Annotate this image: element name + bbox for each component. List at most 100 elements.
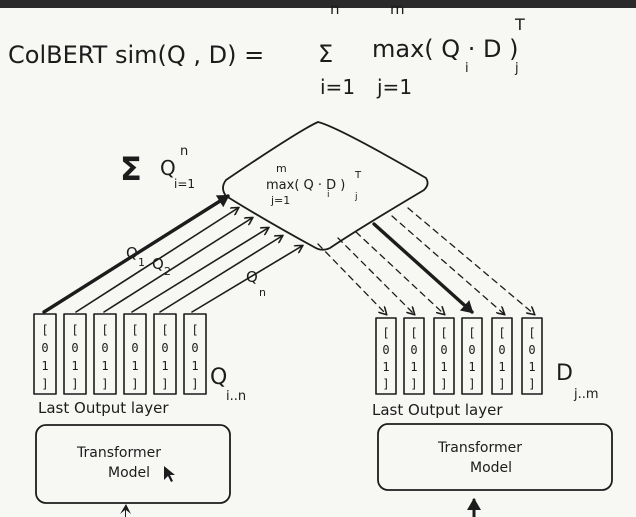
query-stack-sub: i..n: [226, 389, 246, 404]
query-stack-letter: Q: [210, 365, 227, 390]
doc-arrow-6: [407, 207, 534, 314]
query-stack-label: Q i..n: [210, 365, 246, 404]
vector-zero: 0: [382, 343, 389, 357]
mouse-cursor-icon: [164, 466, 175, 482]
vector-bracket-close: ]: [191, 377, 198, 391]
vector-one: 1: [161, 359, 168, 373]
arrow-label-q1-sub: 1: [138, 256, 145, 269]
vector-zero: 0: [468, 343, 475, 357]
query-model-box: [35, 424, 231, 504]
doc-arrow-2: [337, 237, 414, 314]
vector-one: 1: [528, 360, 535, 374]
arrow-label-qn-sub: n: [259, 286, 266, 299]
vector-zero: 0: [161, 341, 168, 355]
vector-bracket-close: ]: [161, 377, 168, 391]
vector-bracket-open: [: [382, 326, 389, 340]
query-transformer-model: Transformer Model: [35, 424, 231, 504]
vector-one: 1: [468, 360, 475, 374]
formula-lhs: ColBERT sim(Q , D) =: [8, 41, 264, 69]
vector-zero: 0: [191, 341, 198, 355]
query-vector-box: [183, 313, 207, 395]
vector-bracket-close: ]: [410, 377, 417, 391]
doc-model-box: [377, 423, 613, 491]
vector-bracket-open: [: [41, 323, 48, 337]
formula-sum-lower: i=1: [320, 75, 355, 99]
sum-q-symbol: Σ: [120, 150, 142, 188]
vector-bracket-close: ]: [71, 377, 78, 391]
formula-q-sub: i: [465, 61, 469, 76]
doc-arrows: [317, 207, 534, 314]
vector-bracket-close: ]: [468, 377, 475, 391]
vector-bracket-open: [: [101, 323, 108, 337]
formula-body: max( Q · D ): [372, 35, 519, 63]
arrow-label-q1: Q: [126, 244, 138, 262]
vector-zero: 0: [440, 343, 447, 357]
query-vector-box: [33, 313, 57, 395]
vector-bracket-close: ]: [382, 377, 389, 391]
vector-bracket-open: [: [468, 326, 475, 340]
sum-q-upper: n: [180, 144, 188, 159]
query-vector: [ 0 1 ]: [183, 313, 207, 395]
doc-vector-box: [491, 317, 513, 395]
query-vectors: [ 0 1 ] [ 0 1 ] [ 0 1 ] [ 0: [33, 313, 207, 395]
vector-one: 1: [410, 360, 417, 374]
vector-one: 1: [101, 359, 108, 373]
vector-bracket-open: [: [528, 326, 535, 340]
query-vector-box: [93, 313, 117, 395]
vector-bracket-close: ]: [440, 377, 447, 391]
diamond-q-sub: i: [327, 190, 330, 200]
vector-zero: 0: [71, 341, 78, 355]
vector-bracket-close: ]: [101, 377, 108, 391]
vector-one: 1: [382, 360, 389, 374]
query-arrow-4: [131, 228, 268, 313]
doc-vector-box: [521, 317, 543, 395]
query-vector-box: [153, 313, 177, 395]
query-arrow-1: [42, 194, 230, 314]
vector-bracket-open: [: [410, 326, 417, 340]
vector-bracket-close: ]: [131, 377, 138, 391]
doc-arrow-1: [317, 243, 386, 314]
query-arrow-5: [159, 236, 282, 313]
arrow-label-q2-sub: 2: [164, 265, 171, 278]
vector-zero: 0: [131, 341, 138, 355]
vector-zero: 0: [410, 343, 417, 357]
vector-bracket-open: [: [498, 326, 505, 340]
query-model-line2: Model: [108, 465, 150, 481]
vector-one: 1: [131, 359, 138, 373]
doc-stack-label: D j..m: [556, 361, 599, 402]
doc-arrow-3: [355, 231, 444, 314]
query-arrows: [42, 194, 302, 314]
diamond-shape: [222, 121, 429, 251]
input-arrows: [120, 498, 481, 517]
vector-one: 1: [191, 359, 198, 373]
query-model-line1: Transformer: [76, 445, 161, 461]
vector-one: 1: [41, 359, 48, 373]
vector-zero: 0: [498, 343, 505, 357]
vector-one: 1: [498, 360, 505, 374]
doc-stack-letter: D: [556, 361, 573, 386]
doc-arrow-5: [391, 215, 504, 314]
vector-zero: 0: [528, 343, 535, 357]
max-sim-diamond: m max( Q · D ) i T j j=1: [222, 121, 429, 251]
vector-zero: 0: [41, 341, 48, 355]
sum-q-var: Q: [160, 156, 176, 180]
query-layer-label: Last Output layer: [38, 399, 169, 417]
formula-sum-upper: n: [330, 0, 340, 18]
query-vector-box: [63, 313, 87, 395]
sum-q-label: Σ Q n i=1: [120, 144, 195, 191]
query-vector: [ 0 1 ]: [33, 313, 57, 395]
formula-d-sub: j: [514, 61, 519, 76]
vector-one: 1: [440, 360, 447, 374]
arrow-labels: Q 1 Q 2 Q n: [126, 244, 266, 299]
doc-vector: [ 0 1 ]: [521, 317, 543, 395]
diamond-d-sup: T: [354, 170, 362, 181]
vector-bracket-close: ]: [41, 377, 48, 391]
top-edge-bar: [0, 0, 636, 8]
query-input-arrow: [120, 504, 131, 517]
diamond-upper: m: [276, 162, 287, 175]
formula-max-lower: j=1: [376, 75, 412, 99]
query-vector: [ 0 1 ]: [63, 313, 87, 395]
diamond-lower: j=1: [270, 194, 290, 207]
